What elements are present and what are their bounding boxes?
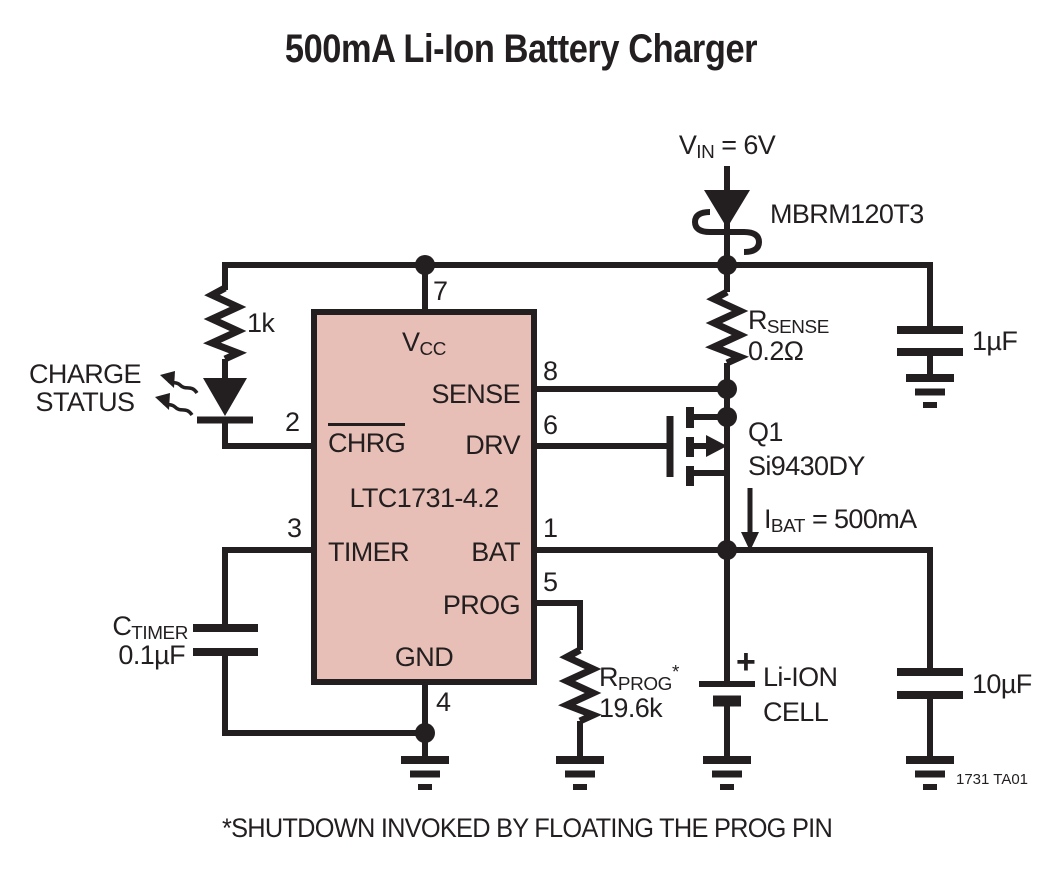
pin-number-7: 7 <box>433 276 448 306</box>
rprog-value: 19.6k <box>599 693 663 723</box>
ic-pin-drv: DRV <box>465 430 520 460</box>
led-triangle <box>203 378 247 416</box>
wire-led-to-chrg <box>222 420 311 449</box>
battery-label-2: CELL <box>763 697 829 727</box>
pin-number-3: 3 <box>287 513 302 543</box>
battery-symbol <box>699 681 755 707</box>
mosfet-body-arrow <box>706 435 727 457</box>
battery-label-1: Li-ION <box>763 662 838 692</box>
ctimer-label: CTIMER <box>112 611 188 645</box>
wire-timer <box>222 547 311 628</box>
ic-pin-vcc: VCC <box>402 327 446 361</box>
ground-pin4 <box>401 756 449 790</box>
junction-dot <box>415 723 435 743</box>
wire-top-rail <box>222 262 933 330</box>
junction-dot <box>717 540 737 560</box>
junction-dot <box>717 255 737 275</box>
ibat-arrow-head <box>741 532 759 551</box>
cout-value: 10µF <box>972 669 1032 699</box>
ic-pin-chrg: CHRG <box>328 423 406 457</box>
charge-status-label: CHARGE STATUS <box>29 359 142 418</box>
ibat-label: IBAT = 500mA <box>764 504 917 538</box>
pin-number-8: 8 <box>543 356 558 386</box>
pin-number-5: 5 <box>543 567 558 597</box>
resistor-1k <box>203 284 247 363</box>
q1-ref: Q1 <box>748 417 783 447</box>
resistor-rprog <box>558 646 602 725</box>
junction-dot <box>717 379 737 399</box>
ic-pin-sense: SENSE <box>431 379 520 409</box>
pin-number-6: 6 <box>543 410 558 440</box>
capacitor-ctimer <box>193 624 258 656</box>
schottky-bar <box>691 209 763 255</box>
pin-number-1: 1 <box>543 513 558 543</box>
pin-number-2: 2 <box>285 407 300 437</box>
rsense-value: 0.2Ω <box>748 336 804 366</box>
ctimer-value: 0.1µF <box>118 640 185 670</box>
ic-pin-timer: TIMER <box>328 537 410 567</box>
ic-part-number: LTC1731-4.2 <box>349 483 500 513</box>
schottky-diode-triangle <box>704 190 750 228</box>
ic-ltc1731-body <box>311 309 537 685</box>
ic-pin-bat: BAT <box>471 537 520 567</box>
resistor-1k-label: 1k <box>247 308 275 338</box>
cin-value: 1µF <box>972 326 1018 356</box>
ground-cin <box>906 374 954 408</box>
resistor-rsense <box>705 288 749 367</box>
ic-pin-gnd: GND <box>394 642 454 672</box>
pin-number-4: 4 <box>436 687 451 717</box>
page-title: 500mA Li-Ion Battery Charger <box>284 27 758 71</box>
rprog-label: RPROG* <box>599 661 679 696</box>
junction-dot <box>415 255 435 275</box>
diode-part-label: MBRM120T3 <box>770 199 924 229</box>
ic-pin-prog: PROG <box>442 590 521 620</box>
ground-rprog <box>556 756 604 790</box>
wire-bat-rail <box>537 547 933 672</box>
rsense-label: RSENSE <box>748 305 829 339</box>
wire-ctimer-bottom <box>222 652 425 736</box>
led-emission-arrows-icon <box>155 371 199 417</box>
ground-battery <box>703 756 751 790</box>
q1-part: Si9430DY <box>748 451 865 481</box>
figure-tag: 1731 TA01 <box>956 771 1029 788</box>
battery-plus-sign: + <box>736 643 756 681</box>
capacitor-cout <box>897 668 963 699</box>
capacitor-cin <box>897 326 963 356</box>
vin-label: VIN = 6V <box>678 130 776 164</box>
wire-prog <box>537 600 583 650</box>
junction-dot <box>717 407 737 427</box>
ground-cout <box>906 756 954 790</box>
footnote: *SHUTDOWN INVOKED BY FLOATING THE PROG P… <box>221 813 833 843</box>
